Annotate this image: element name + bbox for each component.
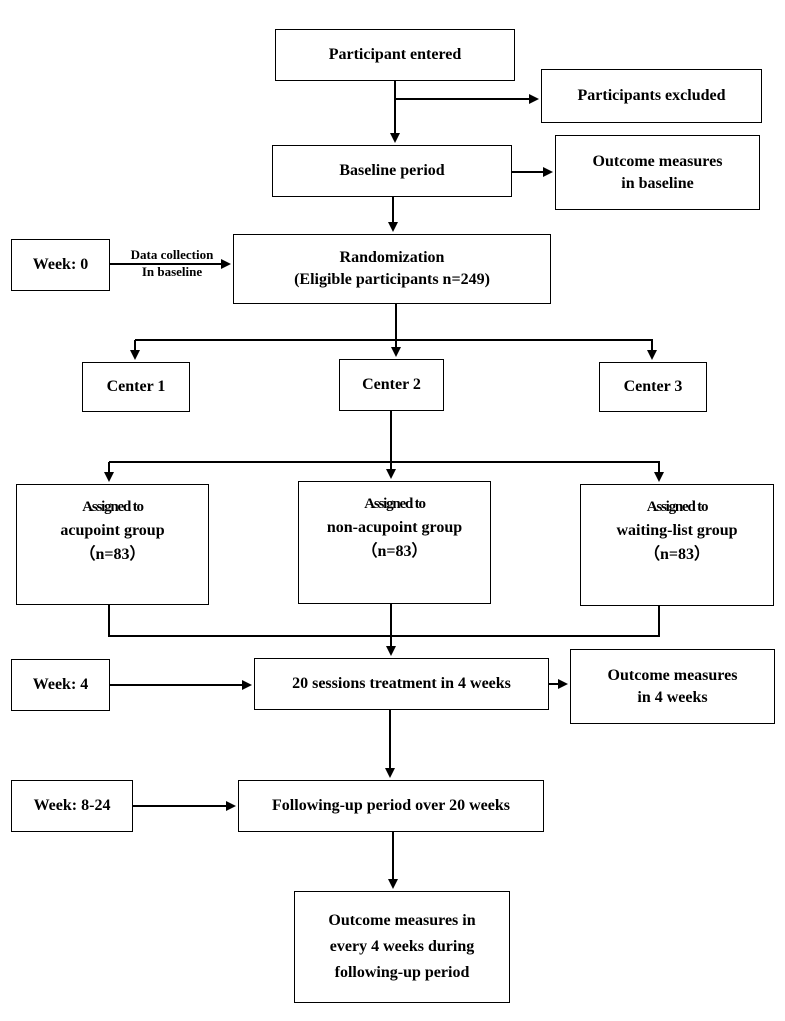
participant-entered-box: Participant entered	[275, 29, 515, 81]
week-8-24-label: Week: 8-24	[33, 797, 111, 814]
center-2-label: Center 2	[362, 376, 421, 393]
outcome-baseline-line-1: Outcome measures	[592, 152, 723, 170]
non-acupoint-group-n: （n=83）	[361, 543, 428, 560]
outcome-baseline-box: Outcome measures in baseline	[555, 135, 760, 210]
participant-entered-label: Participant entered	[328, 46, 462, 63]
week-8-24-arrow	[133, 801, 236, 811]
data-collection-line-1: Data collection	[130, 247, 214, 262]
data-collection-note: Data collection In baseline	[112, 246, 232, 280]
week-4-box: Week: 4	[11, 659, 110, 711]
waiting-list-group-n: （n=83）	[643, 546, 711, 563]
waiting-list-group-box: Assigned to waiting-list group （n=83）	[580, 484, 774, 606]
non-acupoint-group-box: Assigned to non-acupoint group （n=83）	[298, 481, 491, 604]
follow-up-to-outcome-arrow	[388, 832, 398, 889]
acupoint-group-n: （n=83）	[79, 546, 146, 563]
participants-excluded-label: Participants excluded	[577, 87, 726, 104]
waiting-list-assigned-label: Assigned to	[646, 499, 709, 515]
follow-up-label: Following-up period over 20 weeks	[272, 797, 510, 814]
outcome-4-weeks-line-2: in 4 weeks	[637, 688, 708, 706]
center-1-box: Center 1	[82, 362, 190, 412]
treatment-box: 20 sessions treatment in 4 weeks	[254, 658, 549, 710]
to-center-1-arrow	[130, 340, 140, 360]
baseline-outcome-arrow	[512, 167, 553, 177]
waiting-list-group-name: waiting-list group	[616, 522, 738, 539]
to-treatment-arrow	[386, 604, 396, 656]
baseline-period-box: Baseline period	[272, 145, 512, 197]
week-0-label: Week: 0	[32, 256, 89, 273]
week-0-box: Week: 0	[11, 239, 110, 291]
excluded-arrow	[395, 94, 539, 104]
to-center-2-arrow	[391, 340, 401, 357]
acupoint-group-box: Assigned to acupoint group （n=83）	[16, 484, 209, 605]
outcome-4-weeks-box: Outcome measures in 4 weeks	[570, 649, 775, 724]
acupoint-group-name: acupoint group	[60, 522, 165, 539]
center-2-box: Center 2	[339, 359, 444, 411]
non-acupoint-group-name: non-acupoint group	[326, 519, 463, 536]
randomization-eligible: (Eligible participants n=249)	[294, 271, 490, 288]
center-3-box: Center 3	[599, 362, 707, 412]
outcome-follow-up-line-3: following-up period	[334, 964, 470, 981]
to-acupoint-arrow	[104, 462, 114, 482]
baseline-period-label: Baseline period	[339, 162, 445, 179]
follow-up-box: Following-up period over 20 weeks	[238, 780, 544, 832]
week-4-label: Week: 4	[32, 676, 89, 693]
center-1-label: Center 1	[106, 378, 166, 395]
outcome-follow-up-line-1: Outcome measures in	[328, 912, 476, 929]
non-acupoint-assigned-label: Assigned to	[364, 496, 426, 512]
center-3-label: Center 3	[623, 378, 683, 395]
data-collection-line-2: In baseline	[141, 264, 203, 279]
participants-excluded-box: Participants excluded	[541, 69, 762, 123]
to-non-acupoint-arrow	[386, 462, 396, 479]
data-collection-arrow	[110, 259, 231, 269]
treatment-to-follow-up-arrow	[385, 710, 395, 778]
week-8-24-box: Week: 8-24	[11, 780, 133, 832]
outcome-follow-up-box: Outcome measures in every 4 weeks during…	[294, 891, 510, 1003]
randomization-box: Randomization (Eligible participants n=2…	[233, 234, 551, 304]
outcome-4-weeks-line-1: Outcome measures	[607, 666, 738, 684]
outcome-baseline-line-2: in baseline	[621, 174, 694, 192]
acupoint-assigned-label: Assigned to	[82, 499, 144, 515]
entered-to-baseline-arrow	[390, 81, 400, 143]
to-center-3-arrow	[647, 340, 657, 360]
outcome-follow-up-line-2: every 4 weeks during	[329, 938, 475, 955]
to-waiting-list-arrow	[654, 462, 664, 482]
treatment-label: 20 sessions treatment in 4 weeks	[292, 675, 511, 692]
randomization-title: Randomization	[339, 249, 445, 266]
week-4-arrow	[110, 680, 252, 690]
baseline-to-randomization-arrow	[388, 197, 398, 232]
treatment-outcome-arrow	[549, 679, 568, 689]
